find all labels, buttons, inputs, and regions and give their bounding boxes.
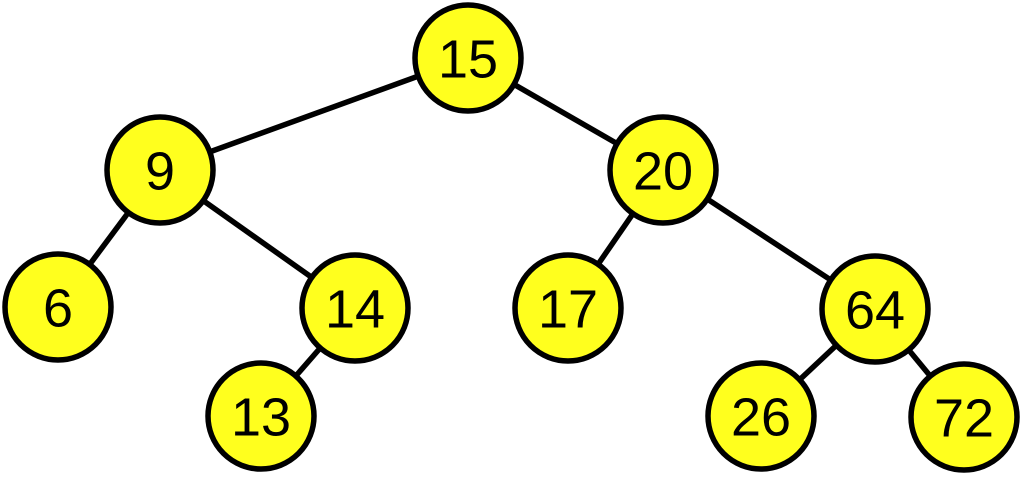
node-label-6: 6: [43, 278, 73, 338]
tree-node-15: 15: [412, 2, 524, 114]
node-circle-14: [299, 252, 411, 364]
tree-node-6: 6: [2, 251, 114, 363]
node-label-64: 64: [845, 280, 905, 340]
node-label-72: 72: [934, 388, 994, 448]
node-circle-17: [512, 252, 624, 364]
node-circle-13: [205, 360, 317, 472]
tree-node-17: 17: [512, 252, 624, 364]
node-label-20: 20: [633, 141, 693, 201]
tree-node-26: 26: [705, 360, 817, 472]
tree-edges-layer: [55, 55, 967, 419]
node-circle-15: [412, 2, 524, 114]
tree-node-20: 20: [607, 114, 719, 226]
node-circle-72: [908, 361, 1020, 473]
node-label-17: 17: [538, 279, 598, 339]
tree-node-72: 72: [908, 361, 1020, 473]
node-label-13: 13: [231, 387, 291, 447]
node-circle-64: [819, 253, 931, 365]
node-circle-9: [104, 114, 216, 226]
node-label-26: 26: [731, 387, 791, 447]
node-circle-6: [2, 251, 114, 363]
tree-node-14: 14: [299, 252, 411, 364]
node-label-15: 15: [438, 29, 498, 89]
tree-node-9: 9: [104, 114, 216, 226]
tree-node-13: 13: [205, 360, 317, 472]
node-circle-26: [705, 360, 817, 472]
node-circle-20: [607, 114, 719, 226]
node-label-14: 14: [325, 279, 385, 339]
tree-node-64: 64: [819, 253, 931, 365]
node-label-9: 9: [145, 141, 175, 201]
